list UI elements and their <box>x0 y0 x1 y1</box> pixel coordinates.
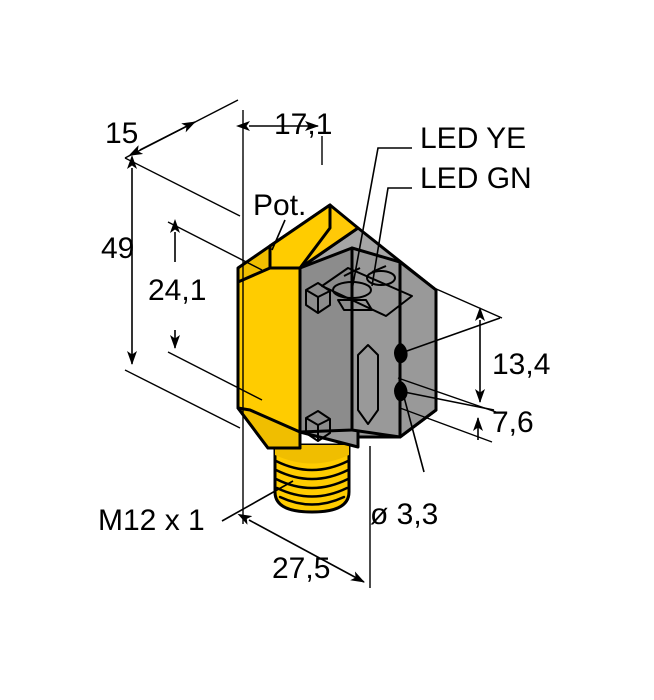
callout-led-gn-label: LED GN <box>420 162 532 195</box>
mounting-slot-upper <box>394 343 408 364</box>
dimension-49-label: 49 <box>101 232 134 265</box>
led-gn-lens <box>366 270 396 286</box>
dimension-24-1-label: 24,1 <box>148 274 206 307</box>
callout-led-ye-label: LED YE <box>420 122 526 155</box>
dimension-17-1-label: 17,1 <box>274 108 332 141</box>
callout-pot: Pot. <box>253 189 306 251</box>
leader-line-slot-upper <box>403 317 501 353</box>
sensor-body-illustration <box>236 203 438 514</box>
callout-m12: M12 x 1 <box>98 480 294 537</box>
led-indicator-window <box>321 265 413 317</box>
dimension-7-6-label: 7,6 <box>492 406 534 439</box>
callout-led-gn: LED GN <box>371 162 532 287</box>
dimension-24-1: 24,1 <box>148 219 263 401</box>
dimension-15: 15 <box>105 99 239 159</box>
m12-threaded-connector <box>273 443 351 514</box>
dimension-13-4-label: 13,4 <box>492 348 550 381</box>
dimension-49: 49 <box>101 155 241 429</box>
yellow-housing-block <box>236 203 360 450</box>
leader-line-slot-lower <box>403 391 495 411</box>
callout-led-ye: LED YE <box>351 122 526 291</box>
led-ye-lens <box>332 281 372 299</box>
callout-m12-label: M12 x 1 <box>98 504 205 537</box>
dimension-17-1: 17,1 <box>236 108 332 165</box>
callout-pot-label: Pot. <box>253 189 306 222</box>
callout-dia-3-3-label: ø 3,3 <box>370 498 438 531</box>
dimension-15-label: 15 <box>105 117 138 150</box>
dimension-7-6: 7,6 <box>399 406 534 443</box>
dimension-27-5-label: 27,5 <box>272 552 330 585</box>
dimension-27-5: 27,5 <box>237 156 371 588</box>
lower-adjustment-detail <box>305 410 331 442</box>
potentiometer-adjustment <box>305 282 331 314</box>
housing-center-ridge <box>357 344 379 425</box>
callout-dia-3-3: ø 3,3 <box>370 381 438 531</box>
